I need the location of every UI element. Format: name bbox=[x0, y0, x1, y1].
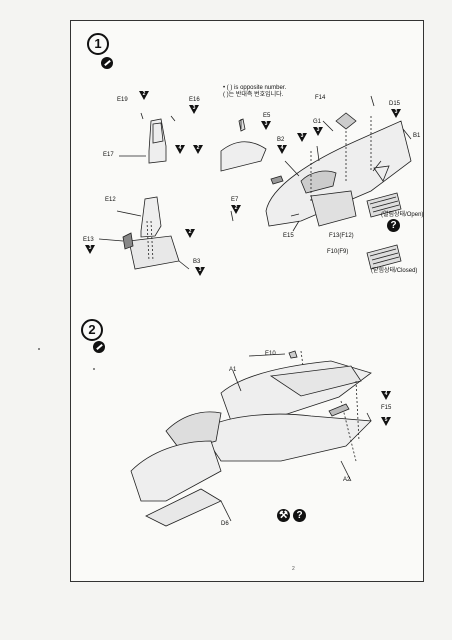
step-ref-number: 3 bbox=[300, 133, 304, 139]
step-2-number: 2 bbox=[81, 319, 103, 341]
part-label-b1: B1 bbox=[413, 133, 421, 139]
assembly-drawings bbox=[98, 95, 412, 527]
part-label-e13: E13 bbox=[83, 237, 94, 243]
page-number: 2 bbox=[292, 566, 295, 572]
part-label-a1: A1 bbox=[229, 367, 237, 373]
part-label-b2: B2 bbox=[277, 137, 285, 143]
part-label-e16: E16 bbox=[189, 97, 200, 103]
part-label-f15: F15 bbox=[381, 405, 392, 411]
step-ref-triangle: 3 bbox=[297, 133, 307, 142]
step-ref-number: 3 bbox=[316, 127, 320, 133]
scan-speck bbox=[93, 368, 95, 370]
step-ref-number: 3 bbox=[394, 109, 398, 115]
part-label-f14: F14 bbox=[315, 95, 326, 101]
step-ref-triangle: 3 bbox=[391, 109, 401, 118]
part-label-e10: E10 bbox=[265, 351, 276, 357]
part-label-b3: B3 bbox=[193, 259, 201, 265]
step-ref-triangle: 2 bbox=[139, 91, 149, 100]
step-ref-triangle: 3 bbox=[195, 267, 205, 276]
step-ref-triangle: 3 bbox=[261, 121, 271, 130]
step-ref-number: 2 bbox=[234, 205, 238, 211]
opposite-number-note: • ( ) is opposite number. ( )는 반대측 번호입니다… bbox=[223, 85, 286, 99]
step-ref-number: 4 bbox=[384, 391, 388, 397]
tool-icon: ⚒ bbox=[277, 509, 290, 522]
instruction-sheet: 1 • ( ) is opposite number. ( )는 반대측 번호입… bbox=[70, 20, 424, 582]
step-ref-triangle: 5 bbox=[381, 417, 391, 426]
part-label-e19: E19 bbox=[117, 97, 128, 103]
step-ref-number: 3 bbox=[264, 121, 268, 127]
step-ref-triangle: 4 bbox=[277, 145, 287, 154]
step-ref-number: 3 bbox=[198, 267, 202, 273]
step-ref-number: 3 bbox=[88, 245, 92, 251]
step-ref-triangle: 4 bbox=[175, 145, 185, 154]
part-label-e7: E7 bbox=[231, 197, 239, 203]
step-ref-number: 5 bbox=[384, 417, 388, 423]
step-ref-triangle: 4 bbox=[381, 391, 391, 400]
step-ref-number: 2 bbox=[188, 229, 192, 235]
part-label-e17: E17 bbox=[103, 152, 114, 158]
step-ref-triangle: 3 bbox=[189, 105, 199, 114]
step-ref-number: 2 bbox=[142, 91, 146, 97]
step-ref-number: 3 bbox=[192, 105, 196, 111]
part-label-g1: G1 bbox=[313, 119, 322, 125]
step-ref-triangle: 2 bbox=[185, 229, 195, 238]
opposite-number-note-en: • ( ) is opposite number. bbox=[223, 85, 287, 91]
step-ref-number: 2 bbox=[196, 145, 200, 151]
part-label-e12: E12 bbox=[105, 197, 116, 203]
door-open-label: (열림상태/Open) bbox=[381, 212, 424, 218]
part-label-d6: D6 bbox=[221, 521, 229, 527]
door-closed-label: (닫힘상태/Closed) bbox=[371, 268, 418, 274]
part-label-e15: E15 bbox=[283, 233, 294, 239]
cement-icon bbox=[101, 57, 113, 69]
step-ref-number: 4 bbox=[178, 145, 182, 151]
question-icon: ? bbox=[387, 219, 400, 232]
question-icon: ? bbox=[293, 509, 306, 522]
part-label-d15: D15 bbox=[389, 101, 401, 107]
cement-icon bbox=[93, 341, 105, 353]
part-label-a2: A2 bbox=[343, 477, 351, 483]
part-label-f10: F10(F9) bbox=[327, 249, 349, 255]
part-label-e5: E5 bbox=[263, 113, 271, 119]
step-ref-triangle: 2 bbox=[231, 205, 241, 214]
part-label-f13: F13(F12) bbox=[329, 233, 354, 239]
step-1-number: 1 bbox=[87, 33, 109, 55]
step-ref-triangle: 3 bbox=[85, 245, 95, 254]
step-ref-triangle: 2 bbox=[193, 145, 203, 154]
scan-speck bbox=[38, 348, 40, 350]
step-ref-triangle: 3 bbox=[313, 127, 323, 136]
opposite-number-note-ko: ( )는 반대측 번호입니다. bbox=[223, 92, 284, 98]
step-ref-number: 4 bbox=[280, 145, 284, 151]
